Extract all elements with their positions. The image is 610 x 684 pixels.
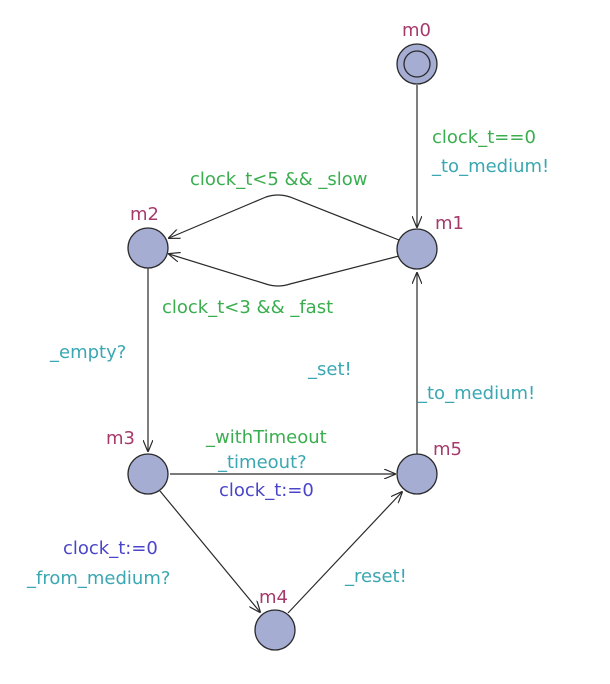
state-label-m4: m4 <box>259 587 288 608</box>
edge-m1-m2-bottom[interactable] <box>169 254 400 287</box>
state-m4[interactable] <box>254 609 296 651</box>
state-label-m3: m3 <box>106 428 135 449</box>
update-m3-m4: clock_t:=0 <box>63 538 158 559</box>
state-label-m0: m0 <box>402 20 431 41</box>
state-m5[interactable] <box>396 453 438 495</box>
edges <box>148 85 417 613</box>
guard-m1-m2-bottom: clock_t<3 && _fast <box>162 297 333 318</box>
guard-labels: clock_t==0 clock_t<5 && _slow clock_t<3 … <box>162 127 536 448</box>
sync-labels: _to_medium! _empty? _set! _to_medium! _t… <box>26 156 549 589</box>
edge-m3-m4[interactable] <box>159 490 260 612</box>
update-m3-m5: clock_t:=0 <box>219 480 314 501</box>
state-label-m1: m1 <box>435 213 464 234</box>
state-m3[interactable] <box>127 453 169 495</box>
update-labels: clock_t:=0 clock_t:=0 <box>63 480 314 559</box>
sync-m4-m5: _reset! <box>344 566 407 587</box>
state-m0[interactable] <box>396 43 438 85</box>
sync-m3-m5: _timeout? <box>217 452 307 473</box>
guard-m0-m1: clock_t==0 <box>432 127 536 148</box>
sync-m2-m3: _empty? <box>49 342 126 363</box>
edge-m4-m5[interactable] <box>287 492 402 614</box>
state-m0-initial-ring <box>403 50 431 78</box>
edge-m1-m2-top[interactable] <box>169 194 400 241</box>
state-label-m2: m2 <box>130 204 159 225</box>
state-label-m5: m5 <box>433 439 462 460</box>
sync-m3-m4: _from_medium? <box>26 568 170 589</box>
state-m1[interactable] <box>396 228 438 270</box>
state-m2[interactable] <box>127 227 169 269</box>
guard-m1-m2-top: clock_t<5 && _slow <box>190 169 367 190</box>
states <box>127 43 438 651</box>
state-labels: m0 m1 m2 m3 m4 m5 <box>106 20 464 608</box>
sync-m5-m1: _to_medium! <box>417 383 535 404</box>
sync-floating-set: _set! <box>307 359 352 380</box>
sync-m0-m1: _to_medium! <box>431 156 549 177</box>
guard-m3-m5: _withTimeout <box>205 427 327 448</box>
